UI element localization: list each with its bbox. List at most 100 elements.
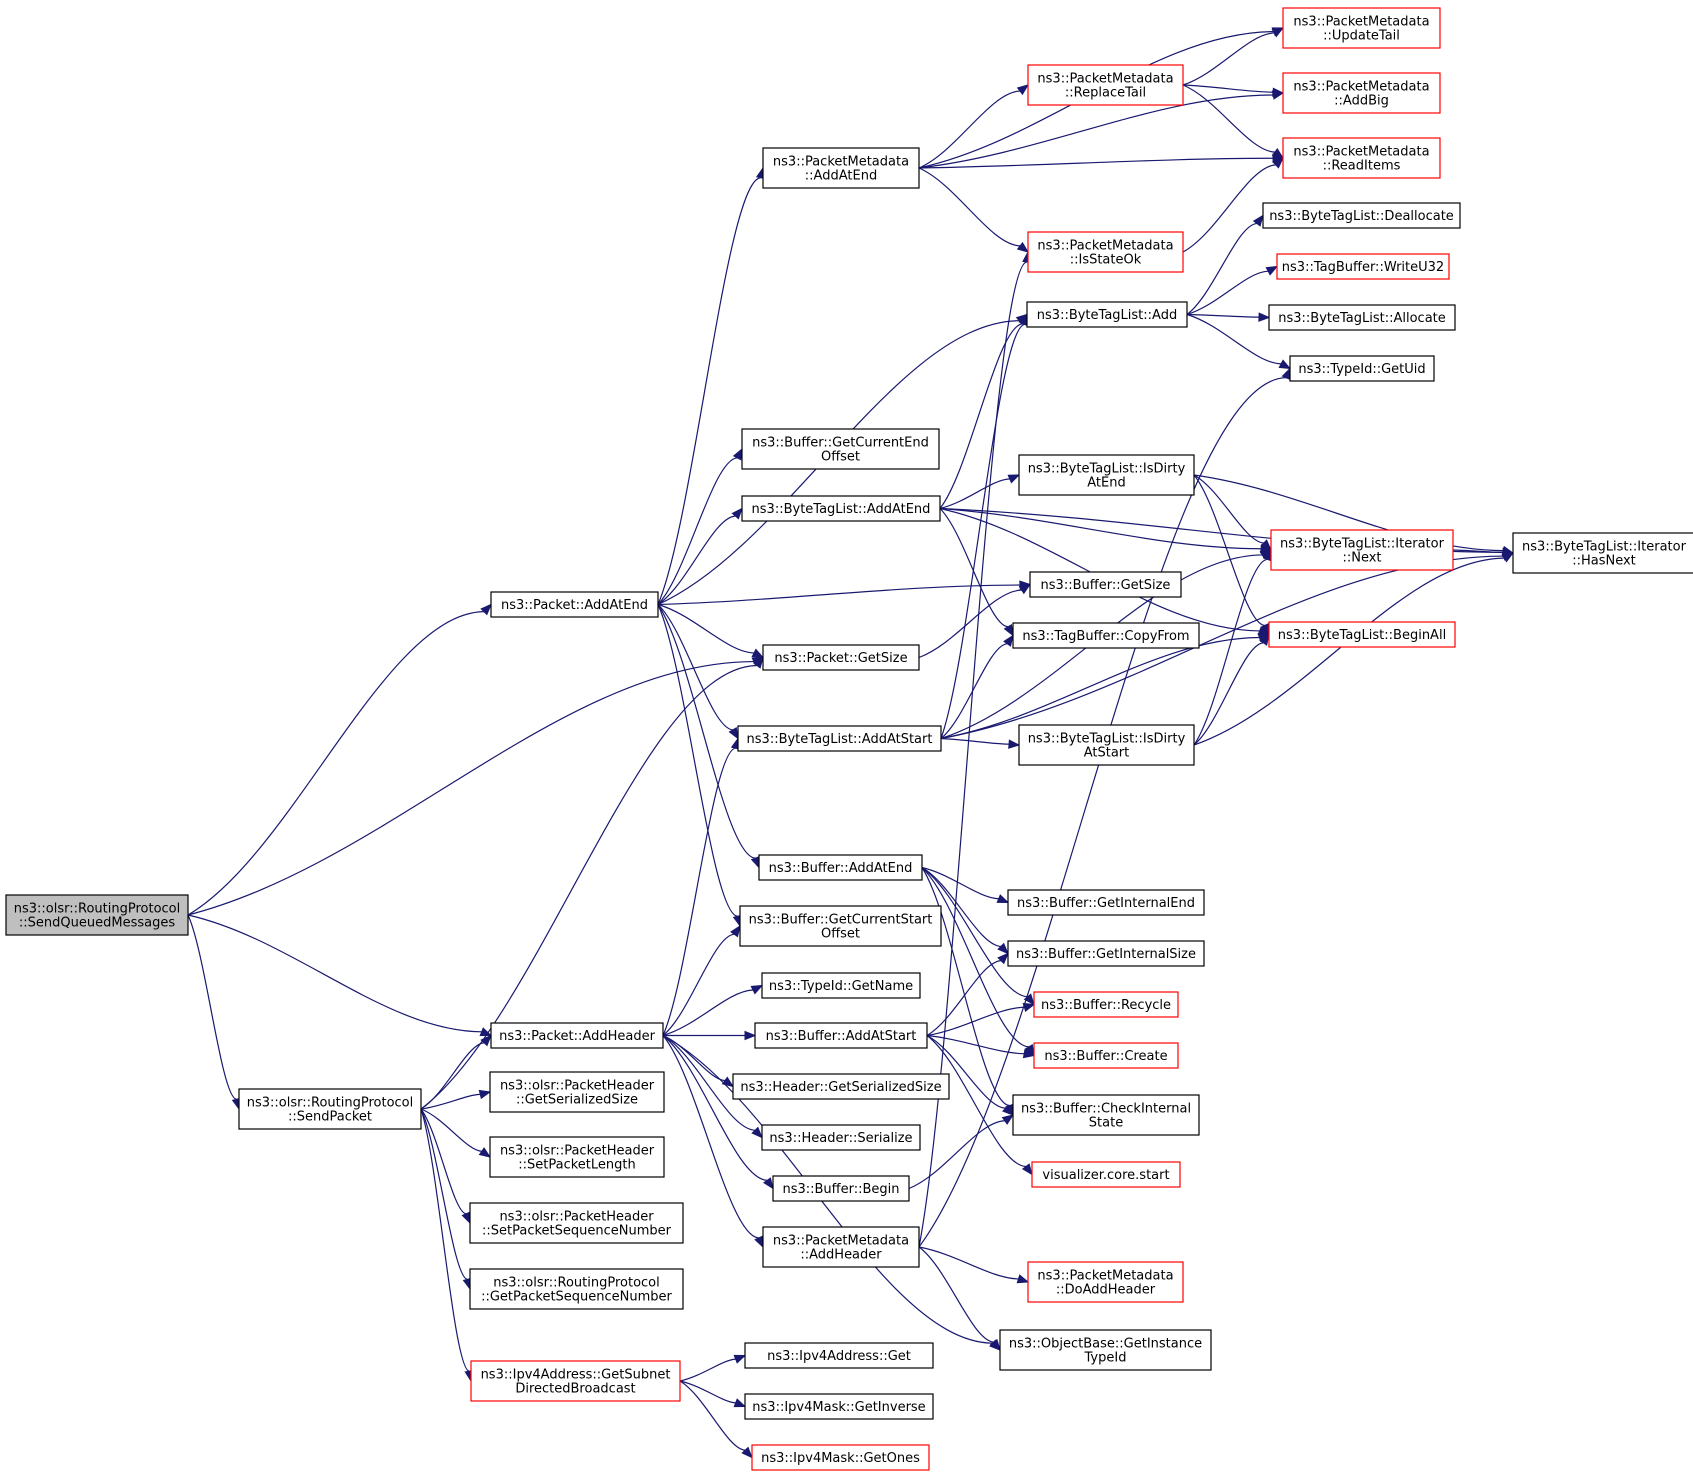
node-box[interactable] [1282,72,1441,114]
node-sendpacket[interactable]: ns3::olsr::RoutingProtocol::SendPacket [238,1088,422,1130]
node-box[interactable] [1033,991,1179,1018]
node-box[interactable] [1007,889,1205,916]
node-box[interactable] [1007,940,1205,967]
node-box[interactable] [1012,1094,1200,1136]
node-box[interactable] [1268,304,1456,331]
node-tb_writeu32[interactable]: ns3::TagBuffer::WriteU32 [1276,253,1450,280]
node-btl_beginall[interactable]: ns3::ByteTagList::BeginAll [1268,621,1456,648]
node-mask_inverse[interactable]: ns3::Ipv4Mask::GetInverse [744,1393,934,1420]
node-pm_addatend[interactable]: ns3::PacketMetadata::AddAtEnd [762,147,920,189]
node-pm_addbig[interactable]: ns3::PacketMetadata::AddBig [1282,72,1441,114]
node-hdr_getsersize[interactable]: ns3::Header::GetSerializedSize [732,1073,950,1100]
node-buf_recycle[interactable]: ns3::Buffer::Recycle [1033,991,1179,1018]
node-tb_copyfrom[interactable]: ns3::TagBuffer::CopyFrom [1012,622,1200,649]
node-box[interactable] [1027,1261,1184,1303]
node-box[interactable] [1029,571,1182,598]
node-box[interactable] [1012,622,1200,649]
node-btl_alloc[interactable]: ns3::ByteTagList::Allocate [1268,304,1456,331]
node-buf_getsize[interactable]: ns3::Buffer::GetSize [1029,571,1182,598]
node-box[interactable] [1018,724,1195,766]
node-box[interactable] [758,854,923,881]
node-box[interactable] [1270,529,1454,571]
node-olsr_setseq[interactable]: ns3::olsr::PacketHeader::SetPacketSequen… [469,1202,684,1244]
node-box[interactable] [732,1073,950,1100]
node-box[interactable] [772,1175,910,1202]
node-box[interactable] [744,1393,934,1420]
node-box[interactable] [751,1444,930,1471]
node-box[interactable] [1027,231,1184,273]
node-box[interactable] [489,1136,665,1178]
node-box[interactable] [238,1088,422,1130]
node-pm_replacetail[interactable]: ns3::PacketMetadata::ReplaceTail [1027,64,1184,106]
node-pkt_addatend[interactable]: ns3::Packet::AddAtEnd [490,591,659,618]
node-box[interactable] [762,1226,920,1268]
node-box[interactable] [1282,137,1441,179]
node-box[interactable] [1027,64,1184,106]
node-btl_add[interactable]: ns3::ByteTagList::Add [1026,301,1188,328]
node-box[interactable] [490,591,659,618]
node-box[interactable] [761,972,921,999]
node-box[interactable] [1268,621,1456,648]
node-pm_readitems[interactable]: ns3::PacketMetadata::ReadItems [1282,137,1441,179]
node-box[interactable] [999,1329,1212,1371]
node-box[interactable] [739,905,942,947]
node-box[interactable] [1026,301,1188,328]
node-hdr_serialize[interactable]: ns3::Header::Serialize [761,1124,921,1151]
node-root[interactable]: ns3::olsr::RoutingProtocol::SendQueuedMe… [5,894,189,936]
node-ipv4_subnet[interactable]: ns3::Ipv4Address::GetSubnetDirectedBroad… [470,1360,681,1402]
node-olsr_getseq[interactable]: ns3::olsr::RoutingProtocol::GetPacketSeq… [469,1268,684,1310]
node-buf_begin[interactable]: ns3::Buffer::Begin [772,1175,910,1202]
node-it_hasnext[interactable]: ns3::ByteTagList::Iterator::HasNext [1512,532,1693,574]
node-box[interactable] [737,725,942,752]
node-buf_create[interactable]: ns3::Buffer::Create [1033,1042,1179,1069]
node-pm_updatetail[interactable]: ns3::PacketMetadata::UpdateTail [1282,7,1441,49]
node-btl_addatend[interactable]: ns3::ByteTagList::AddAtEnd [741,495,941,522]
node-olsr_setlen[interactable]: ns3::olsr::PacketHeader::SetPacketLength [489,1136,665,1178]
node-box[interactable] [1282,7,1441,49]
node-olsr_getsersize[interactable]: ns3::olsr::PacketHeader::GetSerializedSi… [489,1071,665,1113]
node-box[interactable] [1512,532,1693,574]
node-ipv4_get[interactable]: ns3::Ipv4Address::Get [744,1342,934,1369]
node-box[interactable] [469,1268,684,1310]
node-box[interactable] [1031,1161,1181,1188]
node-box[interactable] [762,147,920,189]
node-viz_start[interactable]: visualizer.core.start [1031,1161,1181,1188]
node-box[interactable] [754,1022,928,1049]
node-pm_doaddheader[interactable]: ns3::PacketMetadata::DoAddHeader [1027,1261,1184,1303]
node-btl_addatstart[interactable]: ns3::ByteTagList::AddAtStart [737,725,942,752]
node-typeid_getname[interactable]: ns3::TypeId::GetName [761,972,921,999]
node-pkt_getsize[interactable]: ns3::Packet::GetSize [762,644,920,671]
node-box[interactable] [489,1071,665,1113]
node-box[interactable] [469,1202,684,1244]
node-pm_addheader[interactable]: ns3::PacketMetadata::AddHeader [762,1226,920,1268]
node-box[interactable] [762,644,920,671]
node-box[interactable] [744,1342,934,1369]
node-box[interactable] [1276,253,1450,280]
node-box[interactable] [1262,202,1461,229]
node-box[interactable] [761,1124,921,1151]
node-btl_dealloc[interactable]: ns3::ByteTagList::Deallocate [1262,202,1461,229]
node-box[interactable] [490,1022,664,1049]
node-box[interactable] [5,894,189,936]
node-typeid_getuid[interactable]: ns3::TypeId::GetUid [1289,355,1435,382]
node-buf_getintend[interactable]: ns3::Buffer::GetInternalEnd [1007,889,1205,916]
node-box[interactable] [470,1360,681,1402]
node-box[interactable] [1289,355,1435,382]
node-buf_addatstart[interactable]: ns3::Buffer::AddAtStart [754,1022,928,1049]
node-pkt_addheader[interactable]: ns3::Packet::AddHeader [490,1022,664,1049]
node-box[interactable] [1033,1042,1179,1069]
node-mask_ones[interactable]: ns3::Ipv4Mask::GetOnes [751,1444,930,1471]
node-box[interactable] [741,495,941,522]
node-it_next[interactable]: ns3::ByteTagList::Iterator::Next [1270,529,1454,571]
node-pm_isstateok[interactable]: ns3::PacketMetadata::IsStateOk [1027,231,1184,273]
node-buf_getintsize[interactable]: ns3::Buffer::GetInternalSize [1007,940,1205,967]
node-box[interactable] [741,428,940,470]
node-box[interactable] [1018,454,1195,496]
node-buf_addatend[interactable]: ns3::Buffer::AddAtEnd [758,854,923,881]
